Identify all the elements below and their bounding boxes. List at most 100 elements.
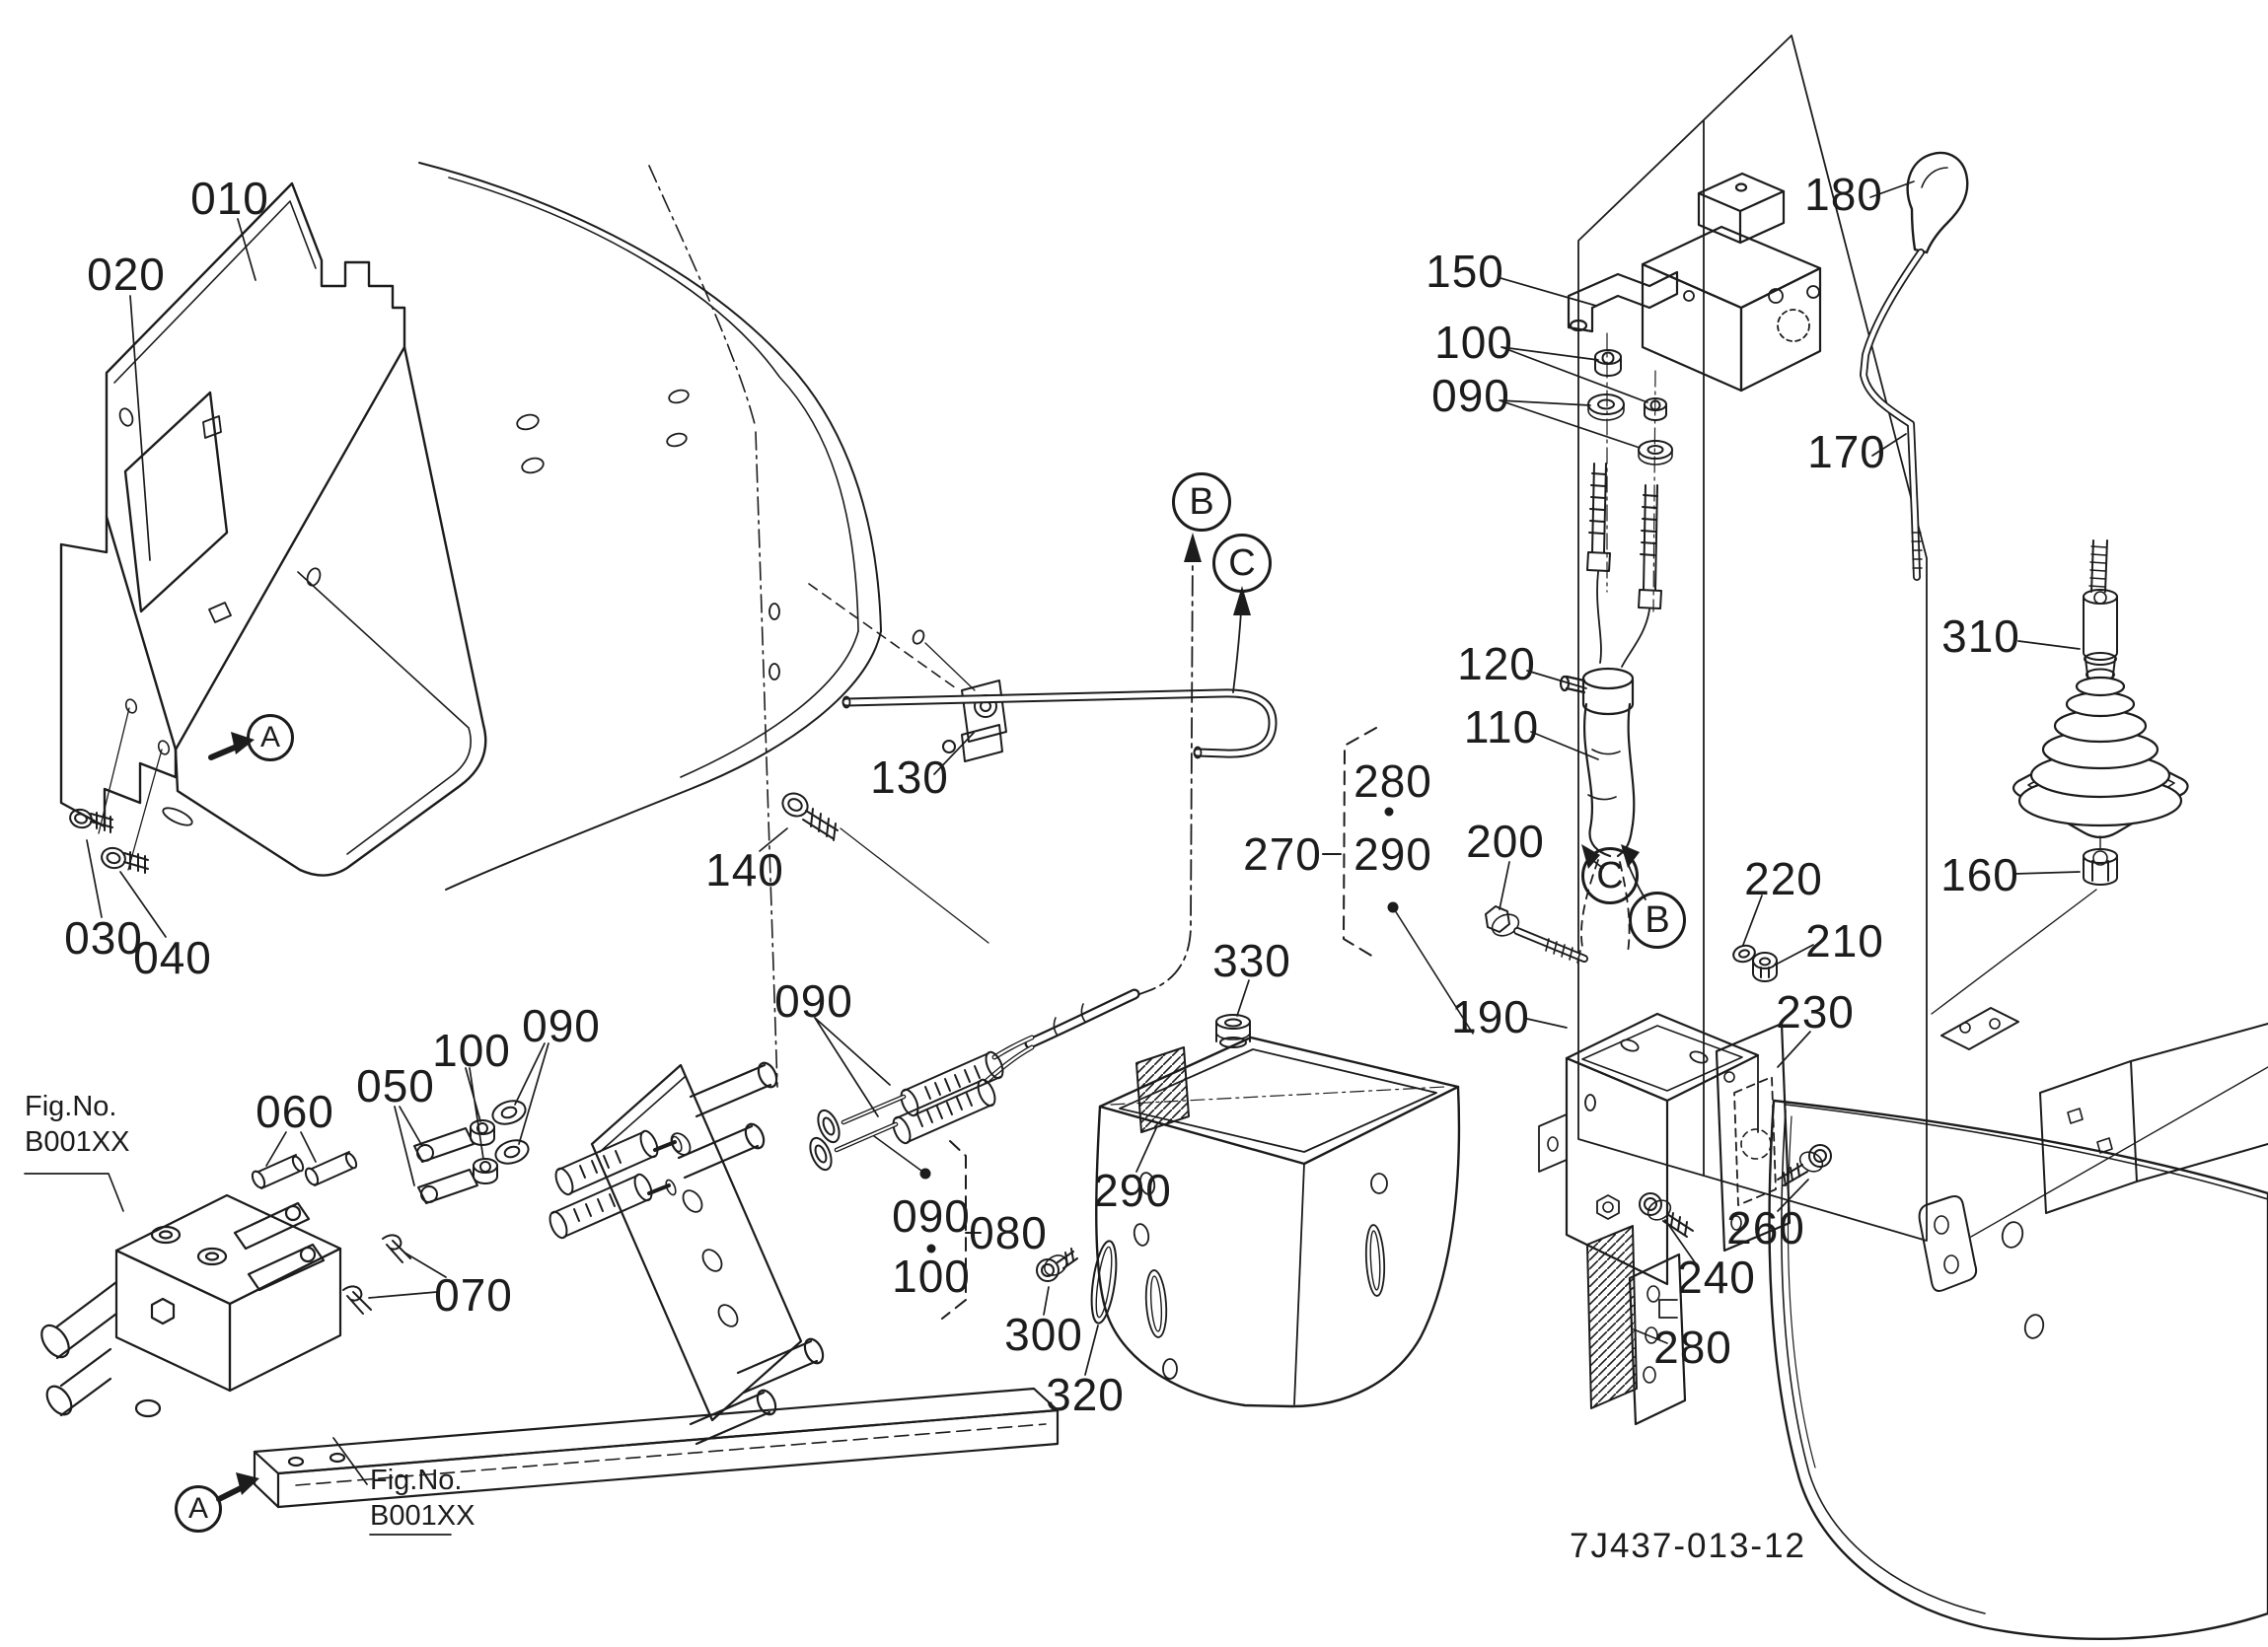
- bolt-040: [101, 846, 149, 874]
- cable-adjusters: [834, 1050, 1004, 1153]
- cable-run: [984, 988, 1140, 1084]
- cable-ends: [549, 1129, 683, 1240]
- group-bracket-080: [873, 1135, 982, 1320]
- part-callout-170-37: 170: [1807, 426, 1886, 477]
- cable-clamp-120: [1559, 667, 1635, 716]
- patch-290: [1135, 1046, 1190, 1133]
- fig-ref-top-left: Fig.No.B001XX: [25, 1091, 130, 1159]
- part-callout-240-32: 240: [1677, 1252, 1756, 1303]
- lever-knob-180: [1906, 151, 1969, 254]
- bolt-260: [1777, 1144, 1832, 1186]
- bracket-010: [59, 181, 487, 877]
- part-callout-290-22: 290: [1353, 828, 1432, 880]
- part-callout-220-24: 220: [1744, 853, 1823, 904]
- bolt-300: [1036, 1248, 1078, 1282]
- cable-route: [1134, 533, 1251, 997]
- part-callout-120-18: 120: [1457, 638, 1536, 689]
- nut-210: [1752, 952, 1778, 982]
- part-callout-150-15: 150: [1426, 246, 1504, 297]
- inner-plate-020: [123, 391, 229, 613]
- cable-washers-090: [809, 1109, 841, 1172]
- part-callout-100-11: 100: [892, 1251, 971, 1302]
- washer-220: [1732, 944, 1756, 964]
- grommet-330: [1215, 1014, 1251, 1048]
- cotter-pins-070: [342, 1234, 411, 1315]
- part-callout-100-8: 100: [432, 1025, 511, 1076]
- part-callout-090-7: 090: [522, 1000, 601, 1051]
- part-callout-110-19: 110: [1463, 701, 1540, 752]
- part-callout-080-12: 080: [969, 1207, 1048, 1258]
- leader-lines: [24, 180, 2081, 1536]
- part-callout-230-26: 230: [1776, 986, 1855, 1038]
- cover-320: [1090, 1240, 1118, 1325]
- patch-280: [1586, 1225, 1638, 1409]
- bolt-030: [69, 808, 113, 833]
- part-callout-210-25: 210: [1805, 915, 1884, 967]
- part-callout-330-28: 330: [1212, 935, 1291, 986]
- part-callout-040-3: 040: [133, 932, 212, 983]
- detail-marker-b-2: B: [1172, 472, 1231, 532]
- console-box: [1095, 1036, 1461, 1408]
- mounting-plate: [590, 1061, 825, 1446]
- part-callout-020-1: 020: [87, 249, 166, 300]
- part-callout-090-10: 090: [892, 1190, 971, 1242]
- frame-rail: [253, 1387, 1060, 1509]
- detail-arrow-a-top: [208, 732, 255, 760]
- part-callout-010-0: 010: [190, 173, 269, 224]
- bolt-240: [1639, 1192, 1694, 1238]
- part-callout-090-9: 090: [774, 975, 853, 1027]
- part-callout-050-4: 050: [356, 1060, 435, 1111]
- detail-marker-c-4: C: [1581, 847, 1639, 904]
- panel-outlines: [1577, 35, 1928, 1242]
- hook-rod: [841, 688, 1278, 759]
- plate-230: [1715, 1022, 1792, 1253]
- detail-marker-c-3: C: [1212, 534, 1272, 593]
- part-callout-270-20: 270: [1243, 828, 1322, 880]
- part-callout-310-36: 310: [1941, 610, 2020, 662]
- part-callout-200-23: 200: [1466, 816, 1545, 867]
- part-callout-260-33: 260: [1726, 1202, 1805, 1253]
- detail-marker-a-1: A: [175, 1485, 222, 1533]
- cable-end-tabs-050: [413, 1127, 478, 1204]
- detail-marker-b-5: B: [1629, 892, 1686, 949]
- group-bracket-270: [1322, 727, 1474, 1035]
- part-callout-190-27: 190: [1451, 991, 1530, 1042]
- part-callout-060-5: 060: [256, 1086, 334, 1137]
- detail-marker-a-0: A: [247, 714, 294, 761]
- part-callout-300-30: 300: [1004, 1309, 1083, 1360]
- detail-arrow-a-bottom: [216, 1472, 259, 1502]
- fig-ref-bottom: Fig.No.B001XX: [370, 1465, 476, 1533]
- corner-brackets: [1940, 1007, 2268, 1214]
- bolt-200: [1485, 905, 1588, 964]
- part-callout-070-6: 070: [434, 1269, 513, 1321]
- part-callout-090-17: 090: [1431, 370, 1510, 421]
- switch-valve-150-assembly: [1567, 172, 1822, 393]
- part-callout-130-13: 130: [870, 752, 949, 803]
- shaft-310: [2083, 539, 2118, 694]
- part-callout-160-35: 160: [1940, 849, 2019, 900]
- part-callout-290-29: 290: [1093, 1165, 1172, 1216]
- nuts-100-left: [470, 1119, 498, 1184]
- cable-clamp-130: [942, 680, 1007, 762]
- bracket-190: [1538, 1012, 1760, 1426]
- cab-cutaway: [418, 162, 960, 1088]
- drawing-number: 7J437-013-12: [1570, 1527, 1806, 1565]
- boot: [2012, 676, 2189, 839]
- part-callout-100-16: 100: [1434, 317, 1513, 368]
- control-valve-assembly: [40, 1193, 342, 1418]
- nut-160: [1931, 835, 2118, 1015]
- bolt-140: [781, 792, 839, 841]
- part-callout-280-34: 280: [1653, 1322, 1732, 1373]
- clevis-pins-060: [251, 1151, 358, 1189]
- part-callout-030-2: 030: [64, 912, 143, 964]
- part-callout-140-14: 140: [705, 844, 784, 895]
- lever-rod-170: [1860, 249, 1925, 581]
- cable-upper-ends: [1586, 463, 1662, 668]
- part-callout-320-31: 320: [1046, 1369, 1125, 1420]
- washers-090-left: [491, 1100, 530, 1165]
- side-cover-panel: [1768, 1066, 2268, 1640]
- part-callout-280-21: 280: [1353, 755, 1432, 807]
- part-callout-180-38: 180: [1804, 169, 1883, 220]
